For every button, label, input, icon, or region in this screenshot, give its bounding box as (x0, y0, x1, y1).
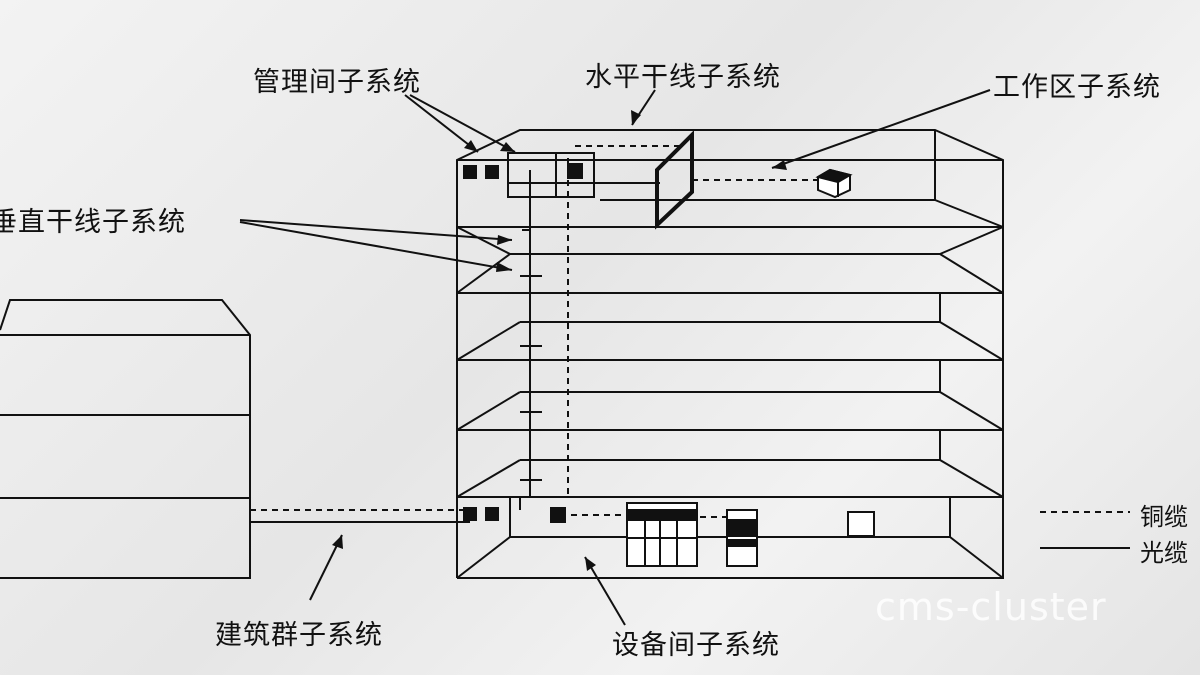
watermark: cms-cluster (875, 585, 1107, 629)
patch-panel-block (485, 165, 499, 179)
management-subsystem-label: 管理间子系统 (253, 67, 421, 98)
switch-block (567, 163, 583, 179)
copper-cables (250, 145, 1130, 518)
equipment-racks (626, 502, 875, 567)
arrowhead (497, 235, 512, 245)
arrowhead (631, 110, 641, 125)
switch-block (550, 507, 566, 523)
distribution-panel (655, 130, 694, 230)
small-building (0, 299, 251, 579)
arrowhead (464, 140, 478, 152)
legend-fiber-label: 光缆 (1140, 539, 1188, 567)
floor-slabs (456, 130, 1004, 579)
equipment-subsystem-label: 设备间子系统 (612, 630, 780, 661)
campus-subsystem-label: 建筑群子系统 (215, 620, 383, 651)
management-room (507, 152, 660, 198)
arrowhead (496, 262, 512, 272)
work-area-subsystem-label: 工作区子系统 (993, 72, 1161, 103)
vertical-subsystem-label: 垂直干线子系统 (0, 207, 186, 238)
horizontal-subsystem-label: 水平干线子系统 (585, 62, 781, 93)
legend-copper-label: 铜缆 (1140, 503, 1188, 531)
arrowhead (772, 160, 787, 170)
main-building (456, 129, 1004, 579)
arrowhead (500, 142, 515, 152)
work-area-outlet (815, 168, 853, 199)
arrowhead (585, 557, 596, 571)
callout-arrows (239, 89, 991, 626)
fiber-cables (250, 170, 1130, 549)
patch-panel-block (485, 507, 499, 521)
arrowhead (332, 535, 343, 549)
patch-panel-block (463, 165, 477, 179)
patch-panel-block (463, 507, 477, 521)
